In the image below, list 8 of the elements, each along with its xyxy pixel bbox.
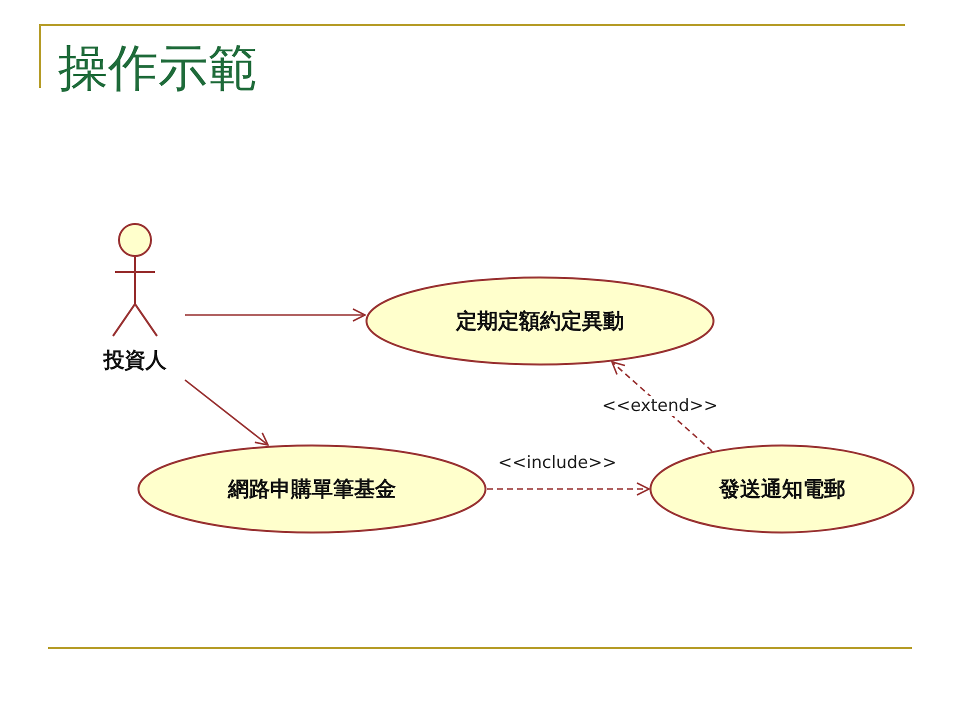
dashed-arrow <box>487 482 650 496</box>
arrow <box>185 308 366 322</box>
title: 操作示範 <box>58 38 258 99</box>
actor-label: 投資人 <box>102 347 168 374</box>
use-case-ellipse: 發送通知電郵 <box>649 444 915 534</box>
arrow <box>184 379 269 446</box>
use-case-ellipse: 定期定額約定異動 <box>365 276 715 366</box>
use-case-ellipse: 網路申購單筆基金 <box>137 444 487 534</box>
